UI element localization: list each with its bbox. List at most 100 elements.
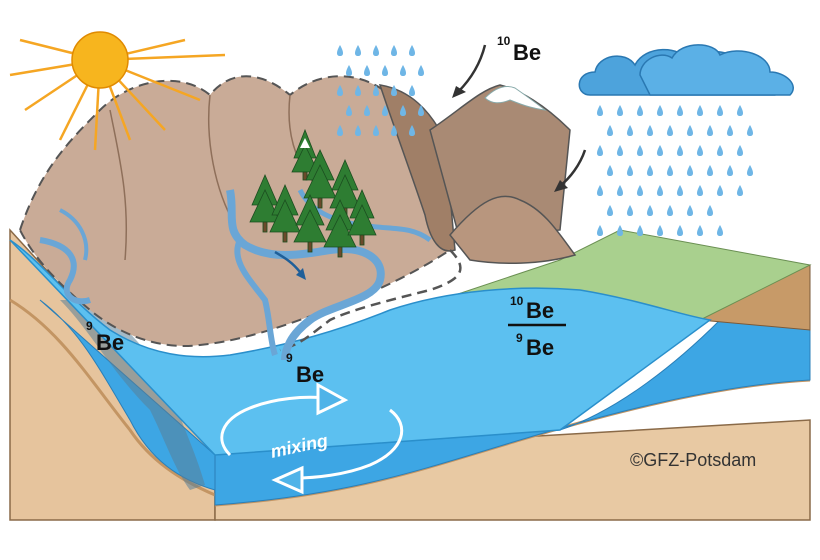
raindrop-icon	[337, 45, 343, 56]
raindrop-icon	[687, 125, 693, 136]
isotope-mass: 9	[86, 319, 93, 333]
label-isotope-ratio: 10 Be 9 Be	[508, 294, 566, 360]
raindrop-icon	[607, 205, 613, 216]
lake-surface	[9, 239, 712, 456]
raindrop-icon	[687, 205, 693, 216]
raindrop-icon	[647, 205, 653, 216]
raindrop-icon	[364, 105, 370, 116]
raindrop-icon	[737, 105, 743, 116]
tree-snow	[300, 138, 310, 148]
river-left	[39, 237, 91, 305]
raindrop-icon	[727, 165, 733, 176]
raindrop-icon	[373, 125, 379, 136]
raindrop-icon	[391, 45, 397, 56]
catchment-boundary	[279, 249, 462, 352]
label-be10-incoming: 10 Be	[497, 34, 541, 65]
raindrop-icon	[737, 145, 743, 156]
raindrop-icon	[617, 185, 623, 196]
raindrop-icon	[627, 165, 633, 176]
snow-peak-mountain	[429, 84, 571, 241]
be10-arrow-left	[457, 44, 487, 93]
raindrop-icon	[617, 105, 623, 116]
raindrop-icon	[677, 105, 683, 116]
label-be9-left: 9 Be	[86, 319, 124, 355]
raindrop-icon	[747, 125, 753, 136]
raindrop-icon	[617, 225, 623, 236]
raindrop-icon	[707, 205, 713, 216]
raindrop-icon	[409, 45, 415, 56]
isotope-symbol: Be	[513, 40, 541, 65]
raindrop-icon	[627, 125, 633, 136]
tree-icon	[347, 188, 377, 246]
raindrop-icon	[647, 165, 653, 176]
copyright-notice: ©GFZ-Potsdam	[630, 450, 756, 470]
raindrop-icon	[657, 145, 663, 156]
raindrop-icon	[627, 205, 633, 216]
raindrop-icon	[346, 65, 352, 76]
isotope-symbol: Be	[296, 362, 324, 387]
raindrop-icon	[617, 145, 623, 156]
raindrop-icon	[667, 125, 673, 136]
raindrop-icon	[717, 105, 723, 116]
raindrop-icon	[597, 145, 603, 156]
raindrop-icon	[597, 185, 603, 196]
foothill-right	[449, 195, 577, 264]
ratio-denominator: Be	[526, 335, 554, 360]
raindrop-icon	[337, 85, 343, 96]
raindrop-icon	[597, 225, 603, 236]
raindrop-icon	[391, 85, 397, 96]
raindrop-icon	[637, 225, 643, 236]
raindrop-icon	[727, 125, 733, 136]
lake-cross-section-right	[214, 319, 811, 506]
raindrop-icon	[637, 185, 643, 196]
raindrop-icon	[677, 145, 683, 156]
raindrop-icon	[697, 105, 703, 116]
tree-icon	[329, 158, 361, 219]
tree-icon	[303, 149, 337, 209]
isotope-mass: 9	[286, 351, 293, 365]
cloud-icon	[578, 44, 794, 96]
raindrop-icon	[657, 225, 663, 236]
raindrop-icon	[747, 165, 753, 176]
raindrop-icon	[373, 45, 379, 56]
snow-cap	[484, 85, 547, 111]
raindrop-icon	[607, 125, 613, 136]
raindrop-icon	[346, 105, 352, 116]
raindrop-icon	[657, 105, 663, 116]
raindrop-icon	[355, 45, 361, 56]
raindrop-icon	[717, 185, 723, 196]
be10-arrowhead-right	[554, 180, 568, 192]
raindrop-icon	[677, 225, 683, 236]
flow-arrowhead	[296, 268, 306, 280]
raindrop-icon	[382, 105, 388, 116]
raindrop-icon	[400, 65, 406, 76]
raindrop-icon	[667, 205, 673, 216]
ratio-denominator-mass: 9	[516, 331, 523, 345]
raindrop-icon	[707, 165, 713, 176]
soil-strata-line	[9, 298, 216, 497]
raindrop-icon	[717, 225, 723, 236]
raindrop-icon	[707, 125, 713, 136]
forest	[249, 128, 377, 258]
sun-icon	[9, 31, 226, 151]
raindrop-icon	[737, 185, 743, 196]
raindrop-icon	[337, 125, 343, 136]
raindrop-icon	[597, 105, 603, 116]
raindrop-icon	[677, 185, 683, 196]
raindrop-icon	[607, 165, 613, 176]
raindrop-icon	[667, 165, 673, 176]
raindrop-icon	[391, 125, 397, 136]
sediment-plume	[60, 300, 205, 490]
label-be9-center: 9 Be	[286, 351, 324, 387]
river-left-branch	[59, 208, 89, 261]
raindrop-icon	[717, 145, 723, 156]
isotope-symbol: Be	[96, 330, 124, 355]
tree-icon	[323, 199, 357, 258]
raindrop-icon	[409, 125, 415, 136]
tree-icon	[269, 183, 301, 243]
soil-block	[9, 228, 811, 521]
raindrop-icon	[418, 65, 424, 76]
raindrop-icon	[637, 105, 643, 116]
flow-arrow	[274, 250, 301, 273]
